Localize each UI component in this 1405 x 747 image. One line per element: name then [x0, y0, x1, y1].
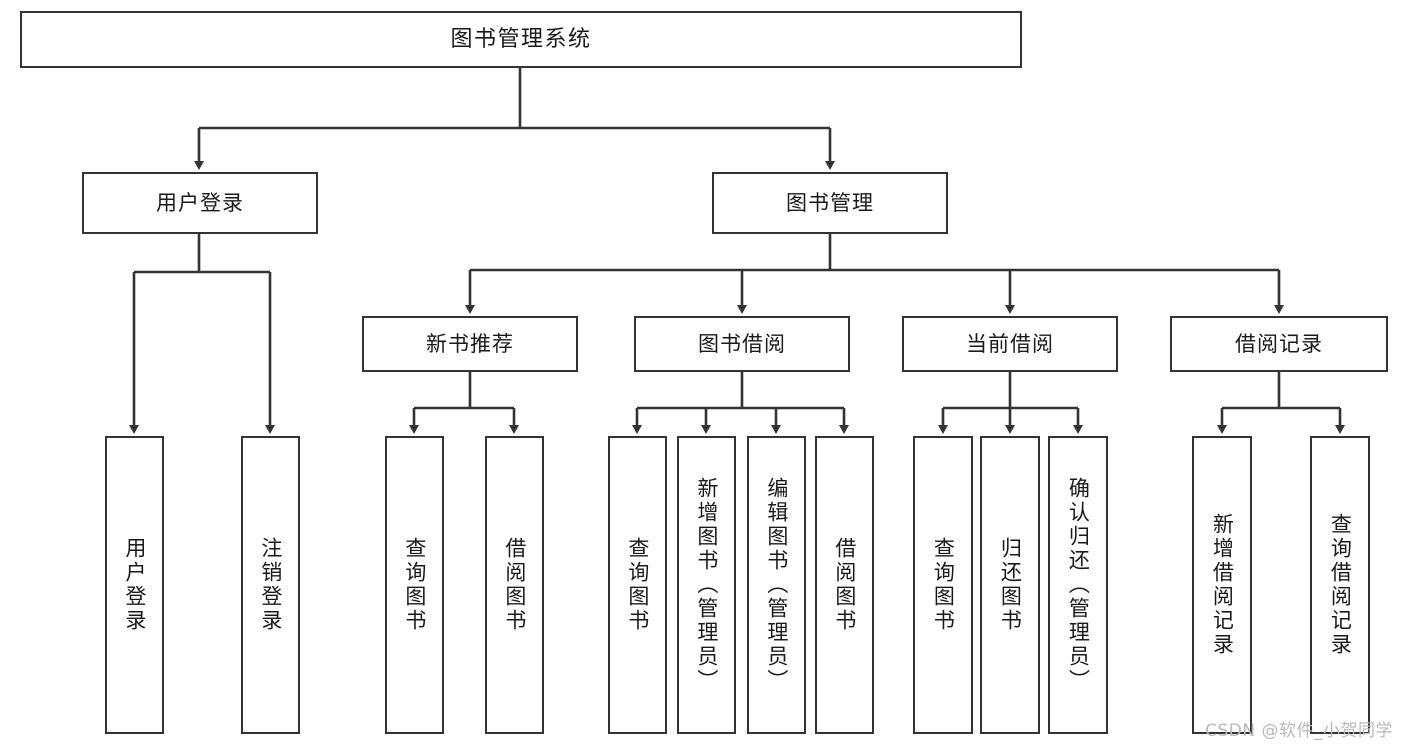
- node-user-login-label: 用户登录: [156, 190, 244, 215]
- leaf-borrow-book-2-label: 借阅图书: [832, 537, 857, 633]
- leaf-query-book-3[interactable]: 查询图书: [913, 436, 973, 734]
- node-root[interactable]: 图书管理系统: [20, 11, 1022, 68]
- leaf-query-borrow-record-label: 查询借阅记录: [1328, 513, 1353, 657]
- leaf-add-borrow-record[interactable]: 新增借阅记录: [1192, 436, 1252, 734]
- node-book-borrow[interactable]: 图书借阅: [634, 316, 850, 372]
- leaf-query-book-1[interactable]: 查询图书: [385, 436, 444, 734]
- leaf-user-logout[interactable]: 注销登录: [241, 436, 300, 734]
- leaf-query-book-2[interactable]: 查询图书: [608, 436, 667, 734]
- leaf-query-book-2-label: 查询图书: [625, 537, 650, 633]
- node-book-borrow-label: 图书借阅: [698, 331, 786, 356]
- leaf-user-logout-label: 注销登录: [258, 537, 283, 633]
- csdn-watermark: CSDN @软件_小贺同学: [1205, 721, 1393, 741]
- leaf-user-login[interactable]: 用户登录: [105, 436, 164, 734]
- leaf-confirm-return-admin[interactable]: 确认归还（管理员）: [1048, 436, 1108, 734]
- leaf-return-book[interactable]: 归还图书: [980, 436, 1040, 734]
- leaf-borrow-book-1[interactable]: 借阅图书: [485, 436, 544, 734]
- leaf-add-book-admin[interactable]: 新增图书（管理员）: [677, 436, 736, 734]
- leaf-return-book-label: 归还图书: [998, 537, 1023, 633]
- leaf-edit-book-admin-label: 编辑图书（管理员）: [764, 477, 789, 693]
- node-new-book-recommend[interactable]: 新书推荐: [362, 316, 578, 372]
- node-user-login[interactable]: 用户登录: [82, 172, 318, 234]
- leaf-query-book-1-label: 查询图书: [402, 537, 427, 633]
- leaf-query-book-3-label: 查询图书: [931, 537, 956, 633]
- leaf-user-login-label: 用户登录: [122, 537, 147, 633]
- node-borrow-record[interactable]: 借阅记录: [1170, 316, 1388, 372]
- leaf-borrow-book-1-label: 借阅图书: [502, 537, 527, 633]
- leaf-confirm-return-admin-label: 确认归还（管理员）: [1066, 477, 1091, 693]
- leaf-add-borrow-record-label: 新增借阅记录: [1210, 513, 1235, 657]
- node-current-borrow[interactable]: 当前借阅: [902, 316, 1118, 372]
- leaf-add-book-admin-label: 新增图书（管理员）: [694, 477, 719, 693]
- node-book-manage-label: 图书管理: [786, 190, 874, 215]
- node-root-label: 图书管理系统: [450, 26, 592, 52]
- node-new-book-recommend-label: 新书推荐: [426, 331, 514, 356]
- node-borrow-record-label: 借阅记录: [1235, 331, 1323, 356]
- node-book-manage[interactable]: 图书管理: [712, 172, 948, 234]
- leaf-edit-book-admin[interactable]: 编辑图书（管理员）: [747, 436, 806, 734]
- leaf-query-borrow-record[interactable]: 查询借阅记录: [1310, 436, 1370, 734]
- node-current-borrow-label: 当前借阅: [966, 331, 1054, 356]
- leaf-borrow-book-2[interactable]: 借阅图书: [815, 436, 874, 734]
